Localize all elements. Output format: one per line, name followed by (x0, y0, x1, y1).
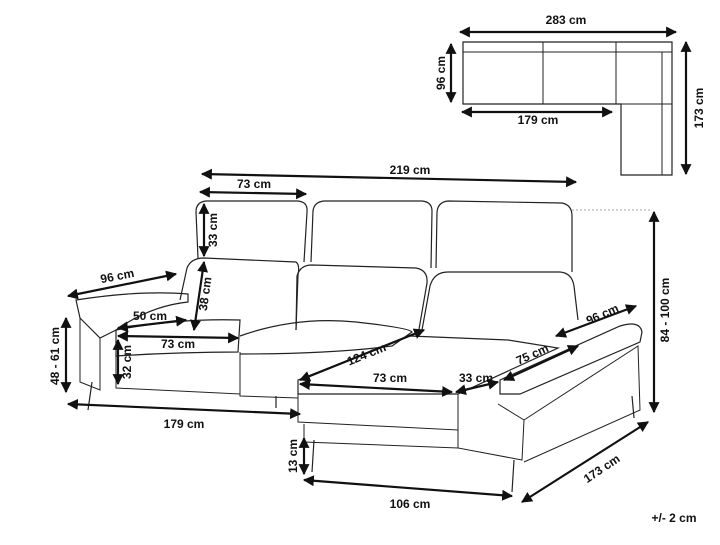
chaise-arm-length-dimension (503, 345, 579, 381)
sofa-drawing (75, 200, 652, 493)
total-height-left-label: 48 - 61 cm (48, 327, 62, 385)
backrest-middle (295, 264, 428, 336)
tolerance-note: +/- 2 cm (651, 511, 696, 525)
armrest-width-dimension (116, 315, 188, 333)
armrest-left-length-label: 96 cm (99, 266, 135, 286)
headrest-left (195, 200, 308, 263)
armrest-left-side (79, 318, 101, 391)
chaise-diagonal-label: 124 cm (345, 340, 388, 368)
chaise-front (297, 394, 459, 431)
chaise-depth-dimension (521, 421, 649, 503)
chaise-arm-length-label: 75 cm (514, 341, 551, 368)
total-width-label: 219 cm (390, 163, 431, 177)
headrest-right (435, 200, 573, 272)
leg-front-right (511, 459, 515, 493)
chaise-width-label: 106 cm (390, 497, 431, 511)
seat-width-dimension (116, 330, 240, 344)
headrest-middle (310, 200, 433, 269)
total-height-right-label: 84 - 100 cm (658, 278, 672, 343)
seat-height-label: 32 cm (120, 345, 134, 379)
headrest-height-label: 33 cm (206, 213, 220, 247)
headrest-width-dimension (198, 186, 308, 200)
armrest-right-length-dimension (554, 304, 638, 338)
backrest-right (421, 271, 579, 331)
plan-chaise-length-label: 173 cm (692, 88, 706, 129)
backrest-height-label: 38 cm (196, 276, 215, 312)
backrest-height-dimension (189, 260, 209, 332)
leg-back-right (631, 395, 635, 419)
armrest-width-label: 50 cm (133, 309, 167, 323)
leg-front-left (311, 439, 315, 473)
chaise-depth-label: 173 cm (581, 452, 623, 486)
plan-depth-label: 96 cm (434, 56, 448, 90)
seat-left-front (115, 352, 241, 395)
leg-height-label: 13 cm (286, 439, 300, 473)
plan-inner-length-label: 179 cm (518, 113, 559, 127)
total-width-dimension (200, 168, 578, 188)
chaise-armrest-side (457, 394, 525, 461)
headrest-width-label: 73 cm (237, 177, 271, 191)
armrest-left-length-dimension (66, 270, 178, 300)
chaise-arm-width-dimension (454, 378, 500, 396)
chaise-arm-width-label: 33 cm (459, 371, 493, 385)
chaise-base (303, 424, 459, 449)
seat-middle-front (239, 354, 299, 399)
chaise-seat-width-dimension (298, 379, 454, 397)
chaise-width-dimension (302, 475, 514, 501)
plan-width-label: 283 cm (546, 13, 587, 27)
front-length-label: 179 cm (164, 417, 205, 431)
seat-width-label: 73 cm (161, 337, 195, 351)
front-length-dimension (66, 398, 302, 420)
plan-view (462, 41, 673, 176)
chaise-seat-width-label: 73 cm (373, 371, 407, 385)
chaise-diagonal-dimension (298, 328, 426, 382)
plan-outline (462, 41, 673, 176)
armrest-right-length-label: 96 cm (584, 301, 621, 328)
